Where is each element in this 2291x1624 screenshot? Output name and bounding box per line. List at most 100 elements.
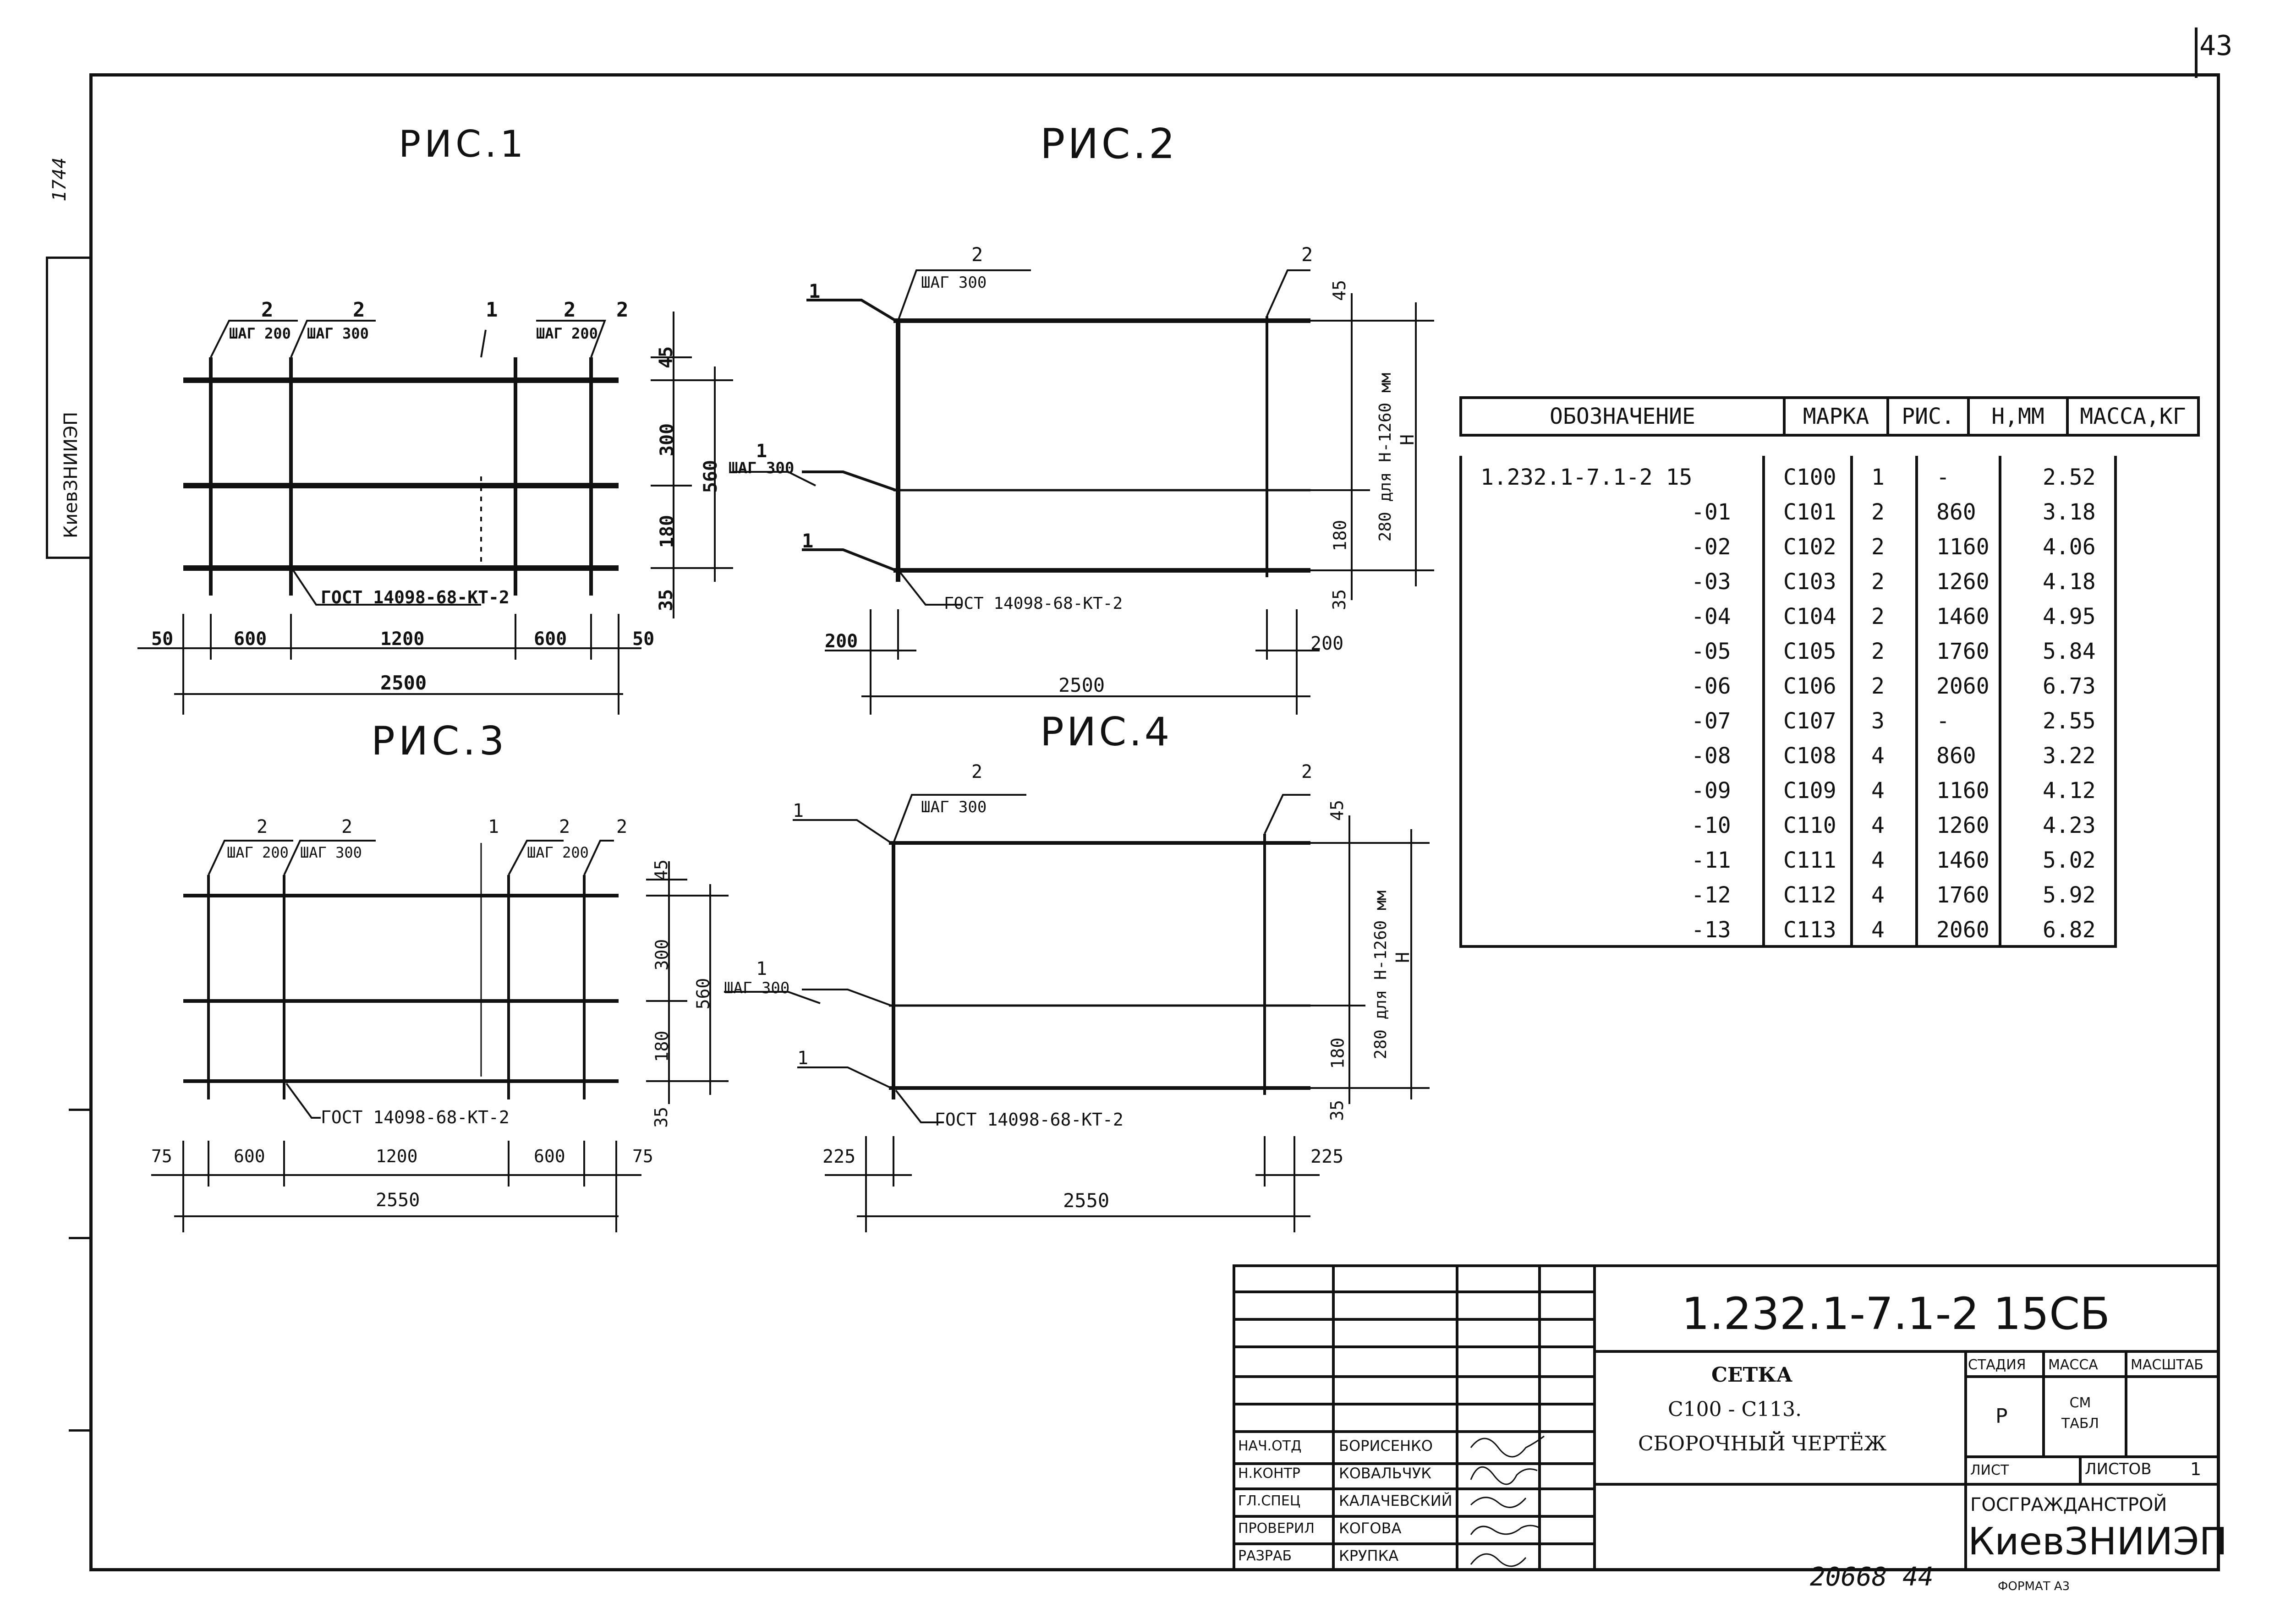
fig4-dim-right: 35 (1326, 1100, 1347, 1121)
spec-cell: 4 (1871, 778, 1885, 804)
fig3-dim-bottom: 600 (534, 1146, 565, 1166)
fig3-pos-label: 2 (559, 816, 570, 837)
spec-designation: -12 (1691, 882, 1731, 908)
spec-column-divider (1850, 456, 1853, 948)
col-stage-header: СТАДИЯ (1968, 1357, 2026, 1373)
fig1-dim-bottom: 600 (534, 629, 567, 650)
spec-cell: 2060 (1936, 673, 1990, 699)
fig1-pos-label: 2 (616, 298, 629, 322)
spec-cell: 2 (1871, 604, 1885, 629)
spec-designation: -05 (1691, 639, 1731, 664)
spec-header-row: ОБОЗНАЧЕНИЕ МАРКА РИС. Н,ММ МАССА,КГ (1459, 396, 2200, 437)
spec-cell: 3.22 (2043, 743, 2096, 769)
fig4-title: РИС.4 (1040, 709, 1173, 755)
fig2-pos-label: 1 (809, 280, 821, 302)
spec-header-cell: МАРКА (1783, 396, 1889, 437)
spec-cell: 2.55 (2043, 708, 2096, 734)
fig2-dim-right: 35 (1329, 589, 1349, 610)
fig3-gost: ГОСТ 14098-68-КТ-2 (321, 1107, 510, 1127)
staff-name: КОГОВА (1339, 1520, 1402, 1537)
staff-name: КРУПКА (1339, 1547, 1399, 1564)
spec-designation: -09 (1691, 778, 1731, 804)
spec-cell: 2 (1871, 673, 1885, 699)
fig4-h-text: 280 для Н-1260 мм (1371, 890, 1391, 1060)
col-mass-header: МАССА (2048, 1357, 2098, 1373)
fig1-dim-right: 35 (656, 589, 677, 612)
spec-cell: 5.02 (2043, 848, 2096, 873)
staff-role: ГЛ.СПЕЦ (1238, 1493, 1301, 1509)
fig2-title: РИС.2 (1040, 120, 1178, 168)
fig4-dim-right: 45 (1326, 800, 1347, 821)
fig3-pos-label: 2 (341, 816, 353, 837)
fig3-dim-bottom: 75 (632, 1146, 653, 1166)
spec-column-divider (1915, 456, 1918, 948)
fig3-title: РИС.3 (371, 718, 508, 764)
spec-body-frame (1459, 456, 2117, 948)
fig2-pos-label: 1 (802, 530, 814, 552)
spec-cell: 1760 (1936, 882, 1990, 908)
spec-cell: 3 (1871, 708, 1885, 734)
spec-cell: С110 (1783, 813, 1836, 838)
spec-designation: -04 (1691, 604, 1731, 629)
fig1-dim-bottom: 1200 (380, 629, 425, 650)
spec-cell: 2 (1871, 569, 1885, 595)
staff-name: КОВАЛЬЧУК (1339, 1465, 1431, 1482)
fig2-h-label: Н (1397, 434, 1419, 446)
fig3-dim-right: 180 (652, 1030, 672, 1062)
spec-cell: С105 (1783, 639, 1836, 664)
spec-cell: С104 (1783, 604, 1836, 629)
fig1-pos-label: 2 (564, 298, 576, 322)
fig4-pos-label: 2 (971, 761, 983, 782)
doc-code: 1.232.1-7.1-2 15СБ (1682, 1288, 2110, 1340)
staff-role: Н.КОНТР (1238, 1465, 1300, 1482)
spec-cell: 2.52 (2043, 465, 2096, 490)
spec-header-cell: РИС. (1886, 396, 1970, 437)
org-ministry: ГОСГРАЖДАНСТРОЙ (1970, 1494, 2167, 1515)
fig3-total-right: 560 (693, 978, 713, 1010)
signatures (1470, 1435, 1545, 1567)
fig4-h-label: Н (1392, 951, 1414, 963)
fig1-pos-label: 2 (261, 298, 274, 322)
spec-cell: С102 (1783, 534, 1836, 560)
spec-designation: -10 (1691, 813, 1731, 838)
fig3-rod-label: 1 (756, 958, 767, 979)
fig1-total-right: 560 (700, 459, 722, 493)
fig2-step-label: ШАГ 300 (921, 273, 987, 292)
fig3-pos-label: 1 (488, 816, 499, 837)
sheet-label: ЛИСТ (1970, 1462, 2009, 1478)
spec-cell: 4.23 (2043, 813, 2096, 838)
fig2-mesh (802, 269, 1434, 715)
org-institute: КиевЗНИИЭП (1968, 1520, 2228, 1564)
fig1-step-label: ШАГ 200 (536, 325, 598, 342)
fig3-pos-label: 2 (257, 816, 268, 837)
staff-role: НАЧ.ОТД (1238, 1438, 1302, 1454)
fig4-gost: ГОСТ 14098-68-КТ-2 (935, 1110, 1124, 1130)
spec-cell: 1760 (1936, 639, 1990, 664)
mass-value: СМ ТАБЛ (2061, 1395, 2099, 1432)
fig3-dim-right: 45 (651, 859, 671, 880)
spec-cell: 2 (1871, 499, 1885, 525)
fig2-dim-right: 45 (1329, 280, 1349, 301)
spec-cell: 6.82 (2043, 917, 2096, 943)
fig4-total: 2550 (1063, 1189, 1110, 1212)
spec-cell: 860 (1936, 499, 1976, 525)
spec-cell: 2 (1871, 534, 1885, 560)
fig3-dim-bottom: 1200 (376, 1146, 418, 1166)
margin-tick (69, 1429, 89, 1432)
spec-cell: С107 (1783, 708, 1836, 734)
spec-cell: 4 (1871, 813, 1885, 838)
doc-name-line-2: С100 - С113. (1668, 1398, 1802, 1421)
title-block-grid (1233, 1264, 2220, 1571)
fig1-pos-label: 1 (486, 298, 498, 322)
spec-cell: 1260 (1936, 569, 1990, 595)
fig2-total: 2500 (1058, 674, 1105, 696)
spec-cell: - (1936, 465, 1950, 490)
fig3-dim-bottom: 75 (151, 1146, 172, 1166)
fig3-dim-bottom: 600 (234, 1146, 265, 1166)
spec-cell: 1160 (1936, 534, 1990, 560)
spec-designation: -13 (1691, 917, 1731, 943)
footer-number: 20668 44 (1810, 1562, 1934, 1592)
sheets-label: ЛИСТОВ (2085, 1460, 2152, 1478)
spec-designation: -01 (1691, 499, 1731, 525)
